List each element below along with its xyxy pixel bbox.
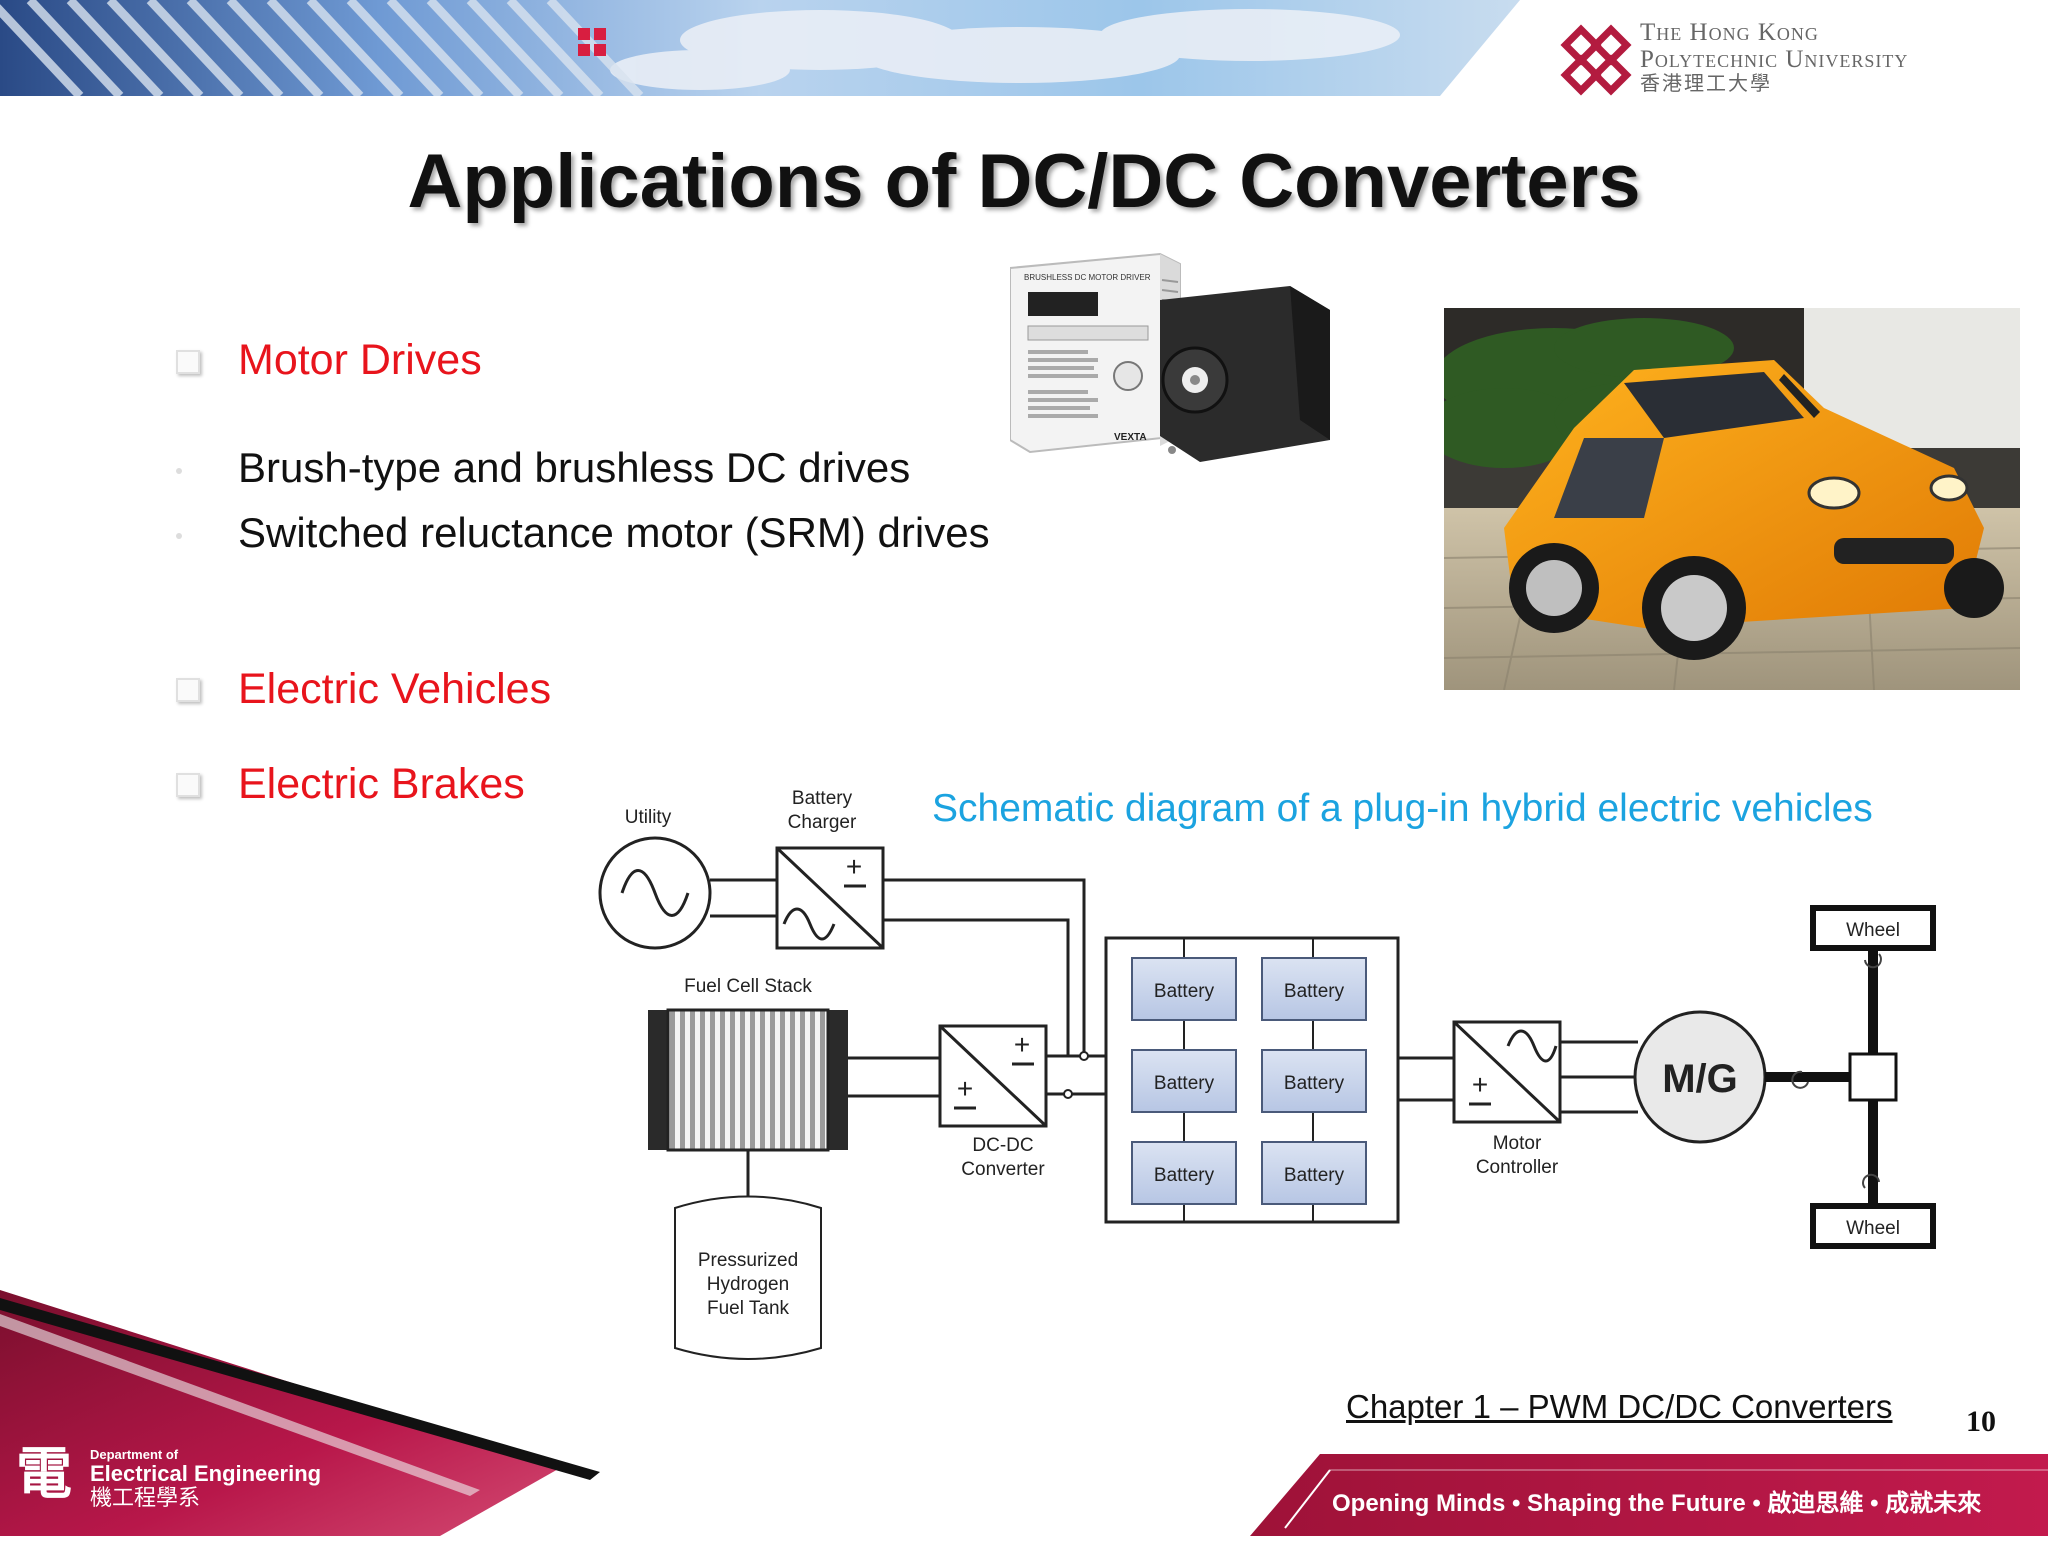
university-name: The Hong Kong Polytechnic University 香港理… — [1640, 20, 1908, 94]
wheel-top — [1810, 905, 1936, 951]
chapter-title: Chapter 1 – PWM DC/DC Converters — [1346, 1388, 1893, 1425]
department-name: Department of Electrical Engineering 機工程… — [90, 1447, 322, 1511]
battery-label: Battery — [1284, 981, 1345, 1002]
sub-bullet-dot — [176, 468, 182, 474]
slide-title: Applications of DC/DC Converters — [407, 139, 1641, 224]
diagram-caption: Schematic diagram of a plug-in hybrid el… — [932, 787, 1873, 830]
sub-bullet-dot — [176, 533, 182, 539]
university-logo-icon — [1556, 20, 1636, 105]
label-charger-line1: Battery — [792, 788, 853, 809]
motor-driver-image: BRUSHLESS DC MOTOR DRIVER VEXTA — [1009, 240, 1340, 470]
bullet-marker — [176, 350, 200, 374]
sub-bullet-brush: Brush-type and brushless DC drives — [238, 444, 911, 491]
battery-label: Battery — [1154, 1073, 1215, 1094]
dcdc-converter-block: + + — [938, 1024, 1048, 1128]
label-wheel-top: Wheel — [1846, 920, 1900, 941]
battery-label: Battery — [1284, 1073, 1345, 1094]
footer-decoration — [0, 1290, 2048, 1536]
label-tank-line1: Pressurized — [698, 1250, 798, 1271]
footer-motto: Opening Minds • Shaping the Future • 啟迪思… — [1332, 1490, 1982, 1517]
label-dcdc-line2: Converter — [961, 1159, 1045, 1180]
label-tank-line3: Fuel Tank — [707, 1298, 790, 1319]
electric-car-image — [1444, 308, 2020, 690]
bullet-marker — [176, 773, 200, 797]
fuel-cell-stack — [648, 1008, 848, 1152]
motor-controller-block: + — [1452, 1020, 1562, 1124]
dept-chinese: 機工程學系 — [90, 1485, 201, 1511]
dept-line1: Department of — [90, 1447, 179, 1462]
label-charger-line2: Charger — [788, 812, 857, 833]
dept-line2: Electrical Engineering — [90, 1461, 322, 1487]
driver-brand: VEXTA — [1114, 432, 1147, 443]
battery-charger-block: + — [775, 846, 885, 950]
battery-cell — [1131, 957, 1367, 1205]
label-motor-ctrl-line1: Motor — [1493, 1133, 1542, 1154]
bullet-electric-vehicles: Electric Vehicles — [238, 665, 552, 713]
label-dcdc-line1: DC-DC — [972, 1135, 1033, 1156]
battery-label: Battery — [1284, 1165, 1345, 1186]
university-name-chinese: 香港理工大學 — [1640, 73, 1772, 95]
sub-bullet-srm: Switched reluctance motor (SRM) drives — [238, 509, 990, 556]
bullet-marker — [176, 678, 200, 702]
label-fuel-cell: Fuel Cell Stack — [684, 976, 812, 997]
header-banner — [0, 0, 2048, 96]
phev-schematic-diagram: Utility Battery Charger + Fuel Cell Stac… — [580, 780, 1940, 1370]
svg-text:+: + — [957, 1073, 973, 1104]
page-number: 10 — [1966, 1405, 1996, 1438]
bullet-electric-brakes: Electric Brakes — [238, 760, 525, 808]
svg-text:+: + — [846, 851, 862, 882]
label-utility: Utility — [625, 807, 672, 828]
driver-header-text: BRUSHLESS DC MOTOR DRIVER — [1024, 273, 1151, 282]
hydrogen-tank — [674, 1195, 822, 1360]
wheel-bottom — [1810, 1203, 1936, 1249]
label-wheel-bottom: Wheel — [1846, 1218, 1900, 1239]
svg-text:+: + — [1014, 1029, 1030, 1060]
svg-text:+: + — [1472, 1069, 1488, 1100]
department-logo-icon: 電 — [16, 1441, 72, 1507]
battery-label: Battery — [1154, 1165, 1215, 1186]
battery-label: Battery — [1154, 981, 1215, 1002]
label-mg: M/G — [1662, 1057, 1738, 1101]
bullet-motor-drives: Motor Drives — [238, 336, 482, 384]
label-tank-line2: Hydrogen — [707, 1274, 789, 1295]
header-banner-graphic — [0, 0, 1520, 96]
university-name-line1: The Hong Kong — [1640, 19, 1819, 46]
university-name-line2: Polytechnic University — [1640, 46, 1909, 73]
label-motor-ctrl-line2: Controller — [1476, 1157, 1559, 1178]
